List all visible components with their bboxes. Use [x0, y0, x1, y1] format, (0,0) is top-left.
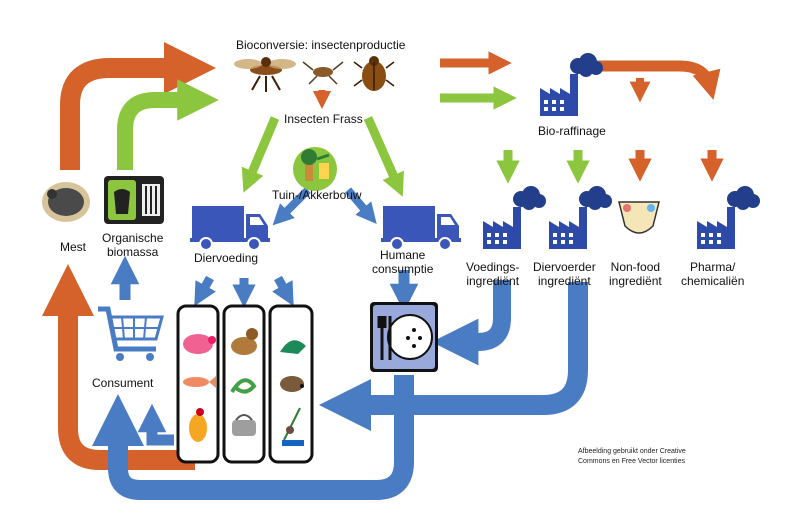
- label-diervoeding: Diervoeding: [194, 251, 259, 265]
- arrow-diervoeding-to-pig: [194, 275, 216, 307]
- arrow-insects-to-diervoeding: [241, 116, 280, 193]
- credit-line1: Afbeelding gebruikt onder Creative: [578, 448, 686, 455]
- arrow-raffinage-top-branch: [597, 60, 721, 100]
- label-pharma: Pharma/ chemicaliën: [681, 260, 744, 288]
- credit-line2: Commons en Free Vector licenties: [578, 458, 685, 465]
- arrow-diervoeder-to-animals: [319, 282, 588, 431]
- beetle-icon: [353, 56, 395, 91]
- label-voedingsingredient: Voedings- ingrediënt: [466, 260, 519, 288]
- label-bio-raffinage: Bio-raffinage: [538, 124, 606, 138]
- green-flows: [117, 79, 590, 197]
- label-diervoeder-ingredient: Diervoerder ingrediënt: [533, 260, 596, 288]
- arrow-voedings-to-plate: [431, 280, 511, 366]
- label-tuin-akkerbouw: Tuin-/Akkerbouw: [272, 188, 362, 202]
- label-mest: Mest: [60, 240, 87, 254]
- arrow-biomassa-to-bioconversie: [117, 79, 219, 170]
- hedgehog-icon: [280, 376, 304, 392]
- label-consument: Consument: [92, 376, 154, 390]
- wasp-icon: [234, 57, 296, 92]
- arrow-animals-to-consument: [137, 403, 174, 446]
- dog-icon: [231, 328, 258, 355]
- label-diervoeder-line1: Diervoerder: [533, 260, 596, 274]
- arrow-mest-to-bioconversie: [60, 42, 216, 170]
- bio-raffinage-factory-icon: [540, 53, 603, 116]
- label-nonfood-line2: ingrediënt: [609, 274, 662, 288]
- label-organische-biomassa: Organische biomassa: [102, 231, 163, 259]
- label-organische-line2: biomassa: [107, 245, 159, 259]
- angler-icon: [282, 407, 304, 446]
- label-humane-line2: consumptie: [372, 262, 434, 276]
- chicken-icon: [189, 408, 207, 442]
- arrow-insects-to-humane: [363, 116, 404, 197]
- factory-voedings-icon: [483, 186, 546, 249]
- arrow-consument-loop-to-mest: [42, 264, 195, 470]
- shopping-cart-icon: [98, 306, 164, 361]
- pet-carrier-icon: [232, 414, 256, 436]
- orange-flows: [42, 42, 724, 470]
- arrow-frass-to-diervoeding: [272, 187, 311, 226]
- label-voedings-line1: Voedings-: [466, 260, 520, 274]
- label-bioconversie: Bioconversie: insectenproductie: [236, 38, 406, 52]
- pig-icon: [183, 334, 216, 354]
- garden-icon: [293, 147, 337, 191]
- arrow-frass-to-humane: [344, 187, 377, 224]
- animal-panels: [176, 304, 314, 464]
- bird-icon: [280, 340, 306, 354]
- factory-diervoeder-icon: [549, 186, 612, 249]
- label-nonfood-ingredient: Non-food ingrediënt: [609, 260, 662, 288]
- arrow-diervoeding-to-bird: [272, 275, 294, 307]
- image-credit: Afbeelding gebruikt onder Creative Commo…: [578, 447, 686, 467]
- label-pharma-line2: chemicaliën: [681, 274, 745, 288]
- insects: [234, 56, 395, 92]
- lizard-icon: [230, 378, 257, 394]
- label-humane-consumptie: Humane consumptie: [372, 248, 433, 276]
- truck-humane-icon: [380, 205, 462, 251]
- animal-panel-2: [222, 304, 266, 464]
- label-organische-line1: Organische: [102, 231, 164, 245]
- label-diervoeder-line2: ingrediënt: [537, 274, 591, 288]
- dung-beetle-icon: [42, 182, 90, 222]
- factory-pharma-icon: [697, 186, 760, 249]
- label-nonfood-line1: Non-food: [610, 260, 661, 274]
- plate-cutlery-icon: [370, 302, 438, 372]
- cricket-icon: [302, 61, 344, 85]
- label-voedings-line2: ingrediënt: [466, 274, 520, 288]
- arrow-plate-to-consument: [92, 375, 414, 500]
- nonfood-diaper-icon: [618, 201, 660, 234]
- blue-flows: [92, 187, 588, 500]
- label-humane-line1: Humane: [380, 248, 426, 262]
- biomass-bins-icon: [104, 176, 164, 224]
- label-pharma-line1: Pharma/: [690, 260, 736, 274]
- truck-diervoeding-icon: [189, 205, 271, 251]
- fish-icon: [183, 376, 216, 388]
- label-insecten-frass: Insecten Frass: [284, 112, 363, 126]
